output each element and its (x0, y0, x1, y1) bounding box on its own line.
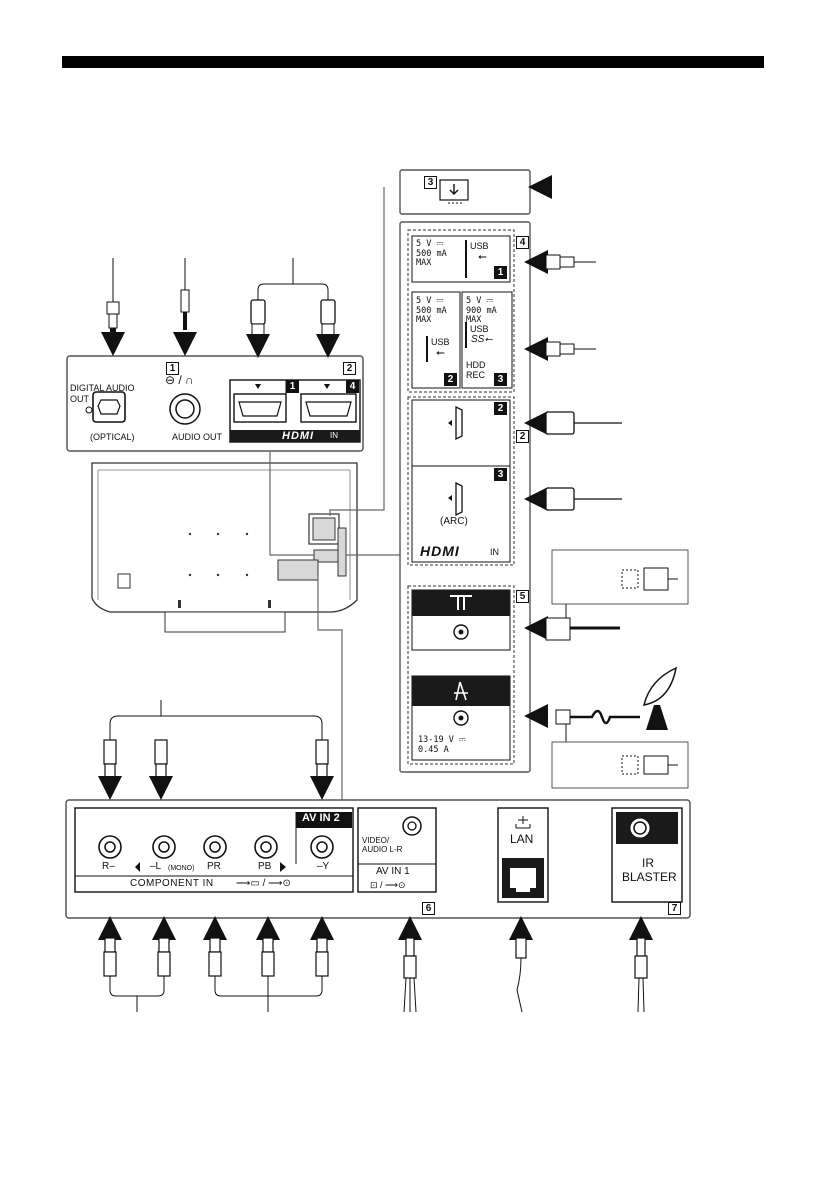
group-number-5: 5 (516, 590, 529, 603)
component-video-icon: ⟶▭ / ⟶⊙ (236, 879, 291, 889)
ir-blaster-label: IR BLASTER (622, 856, 674, 884)
usb1-label: USB (470, 241, 489, 251)
lan-label: LAN (510, 834, 533, 844)
jack-label-r: R– (102, 862, 115, 872)
optical-label: (OPTICAL) (90, 432, 135, 442)
hdmi-number-1: 1 (286, 380, 299, 393)
group-number-3: 3 (424, 176, 437, 189)
audio-out-label: AUDIO OUT (172, 432, 222, 442)
hdmi-logo-top: HDMI (282, 430, 314, 442)
headphone-icon: ⊖ / ∩ (165, 375, 194, 385)
hdmi-in-label-side: IN (490, 547, 499, 557)
av-in-1-icons: ⊡ / ⟶⊙ (370, 880, 406, 890)
group-number-4: 4 (516, 236, 529, 249)
group-number-7: 7 (668, 902, 681, 915)
hdmi-in-label-top: IN (330, 431, 338, 441)
hdmi-number-4: 4 (346, 380, 359, 393)
usb2-spec: 5 V ⎓ 500 mA MAX (416, 297, 447, 326)
group-number-6: 6 (422, 902, 435, 915)
usb-number-2: 2 (444, 373, 457, 386)
usb3-spec: 5 V ⎓ 900 mA MAX (466, 297, 497, 326)
usb3-icon: SS⭠ (471, 335, 492, 345)
arc-label: (ARC) (440, 517, 468, 527)
jack-label-mono: (MONO) (168, 864, 194, 874)
usb-icon: ⭠ (478, 252, 487, 262)
usb3-label: USB (470, 324, 489, 334)
usb2-label: USB (431, 337, 450, 347)
jack-label-pb: PB (258, 862, 271, 872)
av-in-1-label: AV IN 1 (376, 867, 410, 877)
av-in-2-label: AV IN 2 (302, 813, 340, 823)
digital-audio-label: DIGITAL AUDIO (70, 383, 135, 393)
satellite-spec: 13-19 V ⎓ 0.45 A (418, 736, 466, 755)
video-audio-label: VIDEO/ AUDIO L-R (362, 836, 402, 854)
side-hdmi-number-3: 3 (494, 468, 507, 481)
usb-icon: ⭠ (436, 348, 445, 358)
side-hdmi-number-2: 2 (494, 402, 507, 415)
jack-label-l: –L (150, 862, 161, 872)
hdmi-port-4 (301, 394, 356, 422)
component-in-label: COMPONENT IN (130, 879, 214, 889)
hdd-rec-label: HDD REC (466, 360, 486, 380)
usb1-spec: 5 V ⎓ 500 mA MAX (416, 240, 447, 269)
jack-label-y: –Y (317, 862, 329, 872)
usb-number-3: 3 (494, 373, 507, 386)
group-number-2-side: 2 (516, 430, 529, 443)
hdmi-port-1 (234, 394, 286, 422)
usb-number-1: 1 (494, 266, 507, 279)
jack-label-pr: PR (207, 862, 221, 872)
group-number-2: 2 (343, 362, 356, 375)
satellite-dish-icon (644, 668, 676, 705)
hdmi-logo-side: HDMI (420, 544, 460, 559)
digital-audio-out-label: OUT (70, 394, 89, 404)
